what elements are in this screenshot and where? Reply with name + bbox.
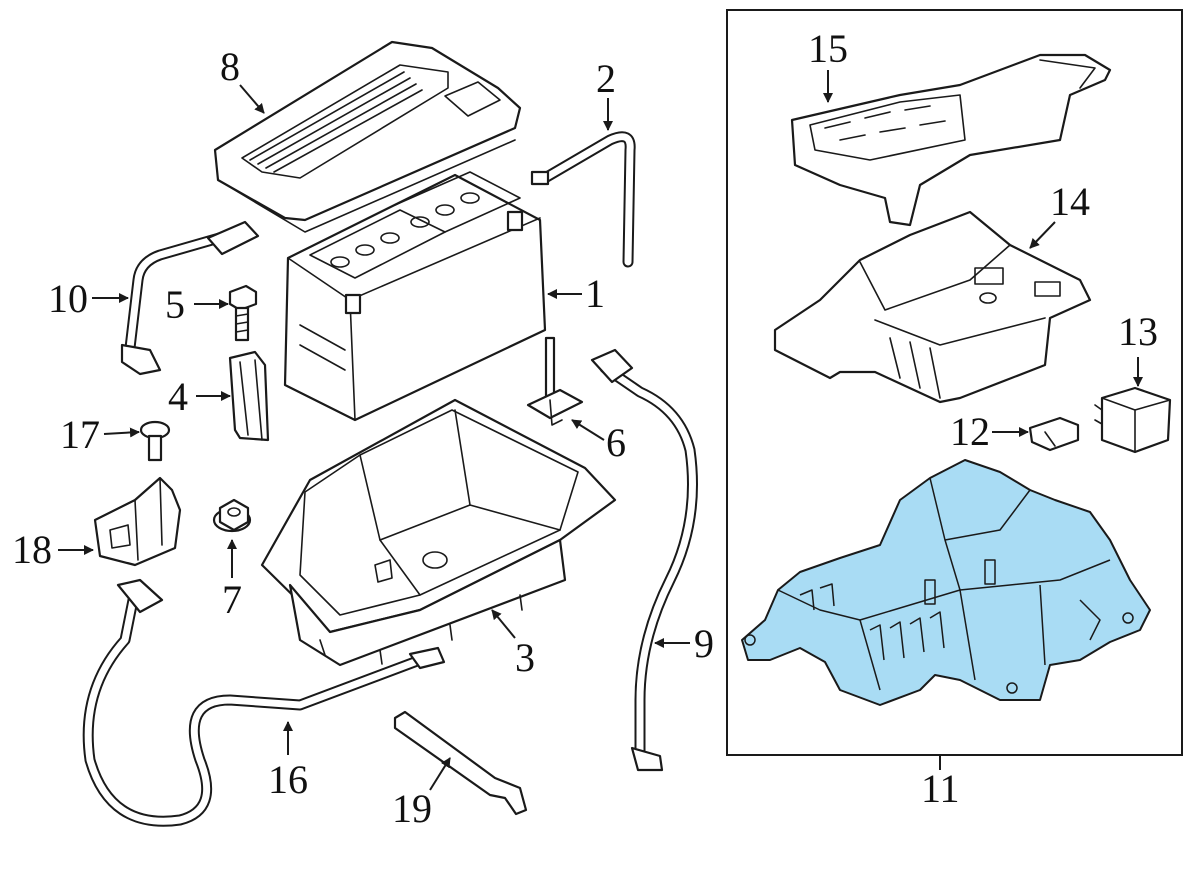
- callout-16: 16: [268, 757, 308, 802]
- callout-1: 1: [585, 271, 605, 316]
- leader-lines: [58, 70, 1143, 791]
- part-18-battery-sensor[interactable]: [93, 476, 182, 567]
- part-4-hold-down-bracket[interactable]: [228, 350, 270, 442]
- part-3-battery-tray[interactable]: [260, 398, 617, 667]
- leader-14: [1029, 221, 1056, 249]
- leader-3: [491, 609, 516, 639]
- part-14-fuse-box-body[interactable]: [773, 210, 1092, 404]
- callout-labels: 1 2 3 4 5 6 7 8 9 10 11 12 13 14 15 16 1…: [12, 26, 1158, 831]
- callout-19: 19: [392, 786, 432, 831]
- callout-14: 14: [1050, 179, 1090, 224]
- callout-13: 13: [1118, 309, 1158, 354]
- callout-4: 4: [168, 374, 188, 419]
- part-12-connector[interactable]: [1028, 416, 1080, 452]
- part-6-stud-bracket[interactable]: [526, 336, 584, 426]
- part-15-fuse-box-cover[interactable]: [790, 53, 1112, 227]
- callout-5: 5: [165, 282, 185, 327]
- part-13-relay[interactable]: [1094, 386, 1172, 454]
- callout-9: 9: [694, 621, 714, 666]
- part-2-positive-cable[interactable]: [530, 131, 636, 268]
- callout-6: 6: [606, 420, 626, 465]
- part-17-screw[interactable]: [139, 420, 171, 462]
- callout-12: 12: [950, 409, 990, 454]
- part-7-nut[interactable]: [212, 498, 252, 533]
- leader-17: [103, 427, 140, 438]
- part-16-battery-cable[interactable]: [82, 578, 446, 827]
- callout-11: 11: [921, 766, 960, 811]
- callout-10: 10: [48, 276, 88, 321]
- callout-8: 8: [220, 44, 240, 89]
- part-11-group-frame: [726, 9, 1183, 756]
- part-9-negative-cable[interactable]: [590, 348, 698, 772]
- part-5-bolt[interactable]: [228, 284, 258, 342]
- leader-19: [429, 757, 451, 791]
- callout-7: 7: [222, 577, 242, 622]
- callout-17: 17: [60, 412, 100, 457]
- part-1-battery[interactable]: [283, 171, 547, 422]
- callout-3: 3: [515, 635, 535, 680]
- leader-6: [571, 419, 605, 441]
- part-11-fuse-box-lower-housing[interactable]: [741, 459, 1151, 706]
- part-10-ground-strap[interactable]: [120, 220, 260, 376]
- leader-8: [239, 84, 265, 114]
- callout-15: 15: [808, 26, 848, 71]
- callout-2: 2: [596, 56, 616, 101]
- callout-18: 18: [12, 527, 52, 572]
- part-8-battery-cover[interactable]: [213, 40, 522, 233]
